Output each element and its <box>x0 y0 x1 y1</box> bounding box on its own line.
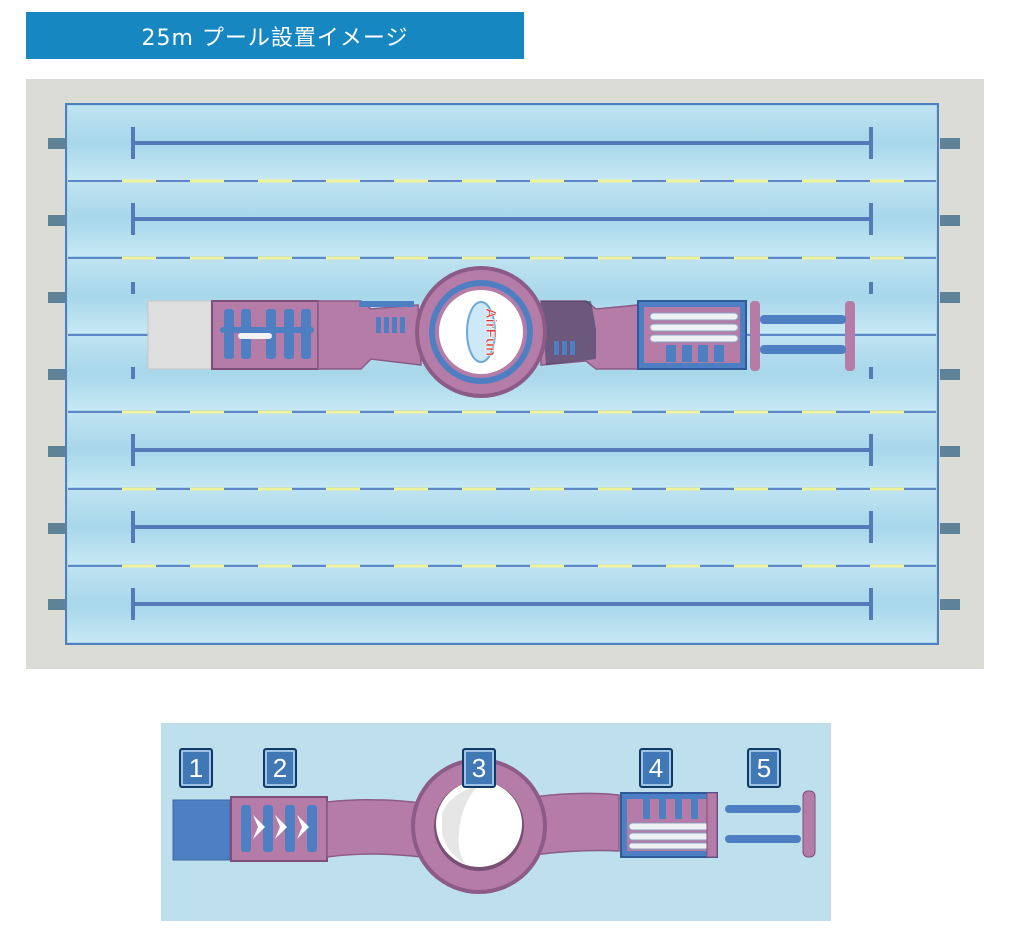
climbing-wall-icon <box>230 796 328 862</box>
start-blocks <box>48 138 960 610</box>
airfun-logo: AirFun <box>466 301 499 363</box>
page-title: 25m プール設置イメージ <box>26 12 524 59</box>
ladder-frame-icon <box>725 790 816 858</box>
pool-svg: AirFun <box>26 79 984 669</box>
section-badge-3: 3 <box>462 748 496 788</box>
start-mat <box>147 300 213 370</box>
ladder-frame <box>750 301 855 371</box>
section-badge-1: 1 <box>179 748 213 788</box>
section-badge-4: 4 <box>639 748 673 788</box>
section-badge-2: 2 <box>263 748 297 788</box>
course-detail-svg <box>161 723 831 921</box>
start-mat-icon <box>172 799 231 861</box>
pool-diagram: AirFun <box>26 79 984 669</box>
roller-obstacle-icon <box>620 792 718 858</box>
lane-center-lines <box>131 127 873 620</box>
svg-text:AirFun: AirFun <box>482 308 499 356</box>
section-badge-5: 5 <box>747 748 781 788</box>
inflatable-course: AirFun <box>147 266 855 398</box>
ring-tunnel-icon <box>411 758 547 894</box>
course-detail-panel: 1 2 3 4 5 <box>161 723 831 921</box>
